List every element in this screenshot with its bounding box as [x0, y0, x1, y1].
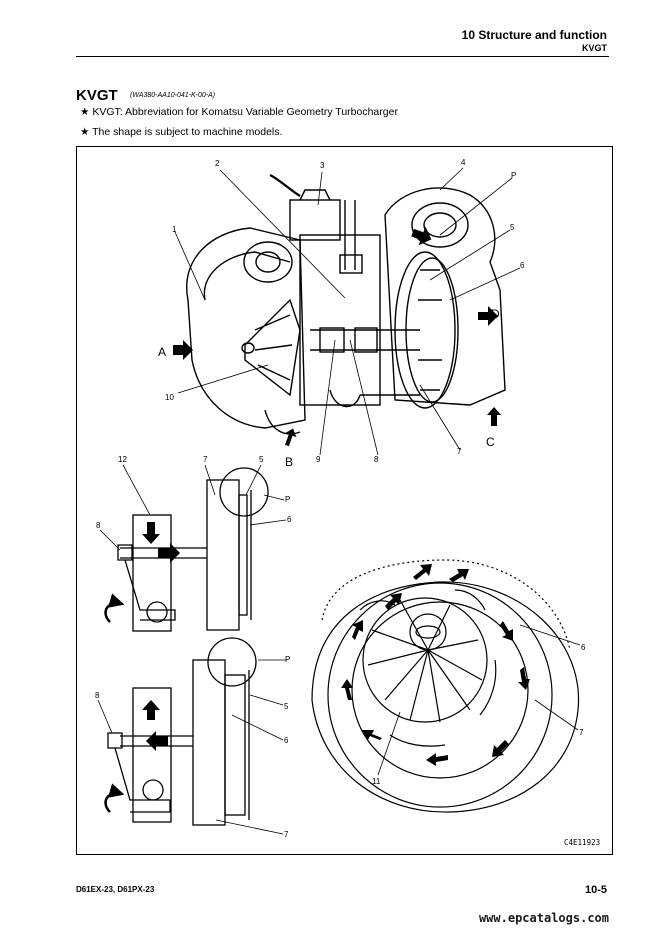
section-header: KVGT [581, 43, 607, 53]
callout-labels: 1 2 3 4 P 5 6 10 9 8 7 12 7 5 P 6 8 P 5 … [95, 158, 586, 839]
callout-7-lower: 7 [284, 830, 289, 839]
callout-p-main: P [511, 171, 516, 180]
callout-12: 12 [118, 455, 127, 464]
section-title: KVGT [76, 87, 118, 104]
callout-5-upper: 5 [259, 455, 264, 464]
callout-p-upper: P [285, 495, 290, 504]
callout-7-main: 7 [457, 447, 462, 456]
callout-5-lower: 5 [284, 702, 289, 711]
footer-models: D61EX-23, D61PX-23 [76, 885, 155, 894]
flow-direction-labels: A B C D [158, 307, 500, 469]
leader-lines-vane [377, 624, 581, 776]
callout-p-lower: P [285, 655, 290, 664]
header-rule [76, 56, 609, 57]
callout-8-lower: 8 [95, 691, 100, 700]
chapter-title: 10 Structure and function [461, 28, 607, 42]
flow-label-b: B [285, 455, 293, 469]
callout-6-lower: 6 [284, 736, 289, 745]
flow-label-c: C [486, 435, 495, 449]
leader-lines-main [174, 167, 521, 456]
turbocharger-cutaway-drawing [186, 174, 506, 435]
callout-7-vane: 7 [579, 728, 584, 737]
vane-actuation-detail-lower [107, 637, 257, 826]
callout-6-vane: 6 [581, 643, 586, 652]
callout-8-main: 8 [374, 455, 379, 464]
note-shape: ★ The shape is subject to machine models… [80, 126, 283, 138]
callout-1: 1 [172, 225, 177, 234]
leader-lines-detail [97, 464, 287, 835]
note-abbreviation: ★ KVGT: Abbreviation for Komatsu Variabl… [80, 106, 398, 118]
section-code: (WA380-AA10-041-K-00-A) [130, 92, 216, 99]
callout-6-upper: 6 [287, 515, 292, 524]
flow-arrows-main [173, 226, 501, 447]
page-number: 10-5 [584, 884, 607, 896]
vane-ring-view [311, 559, 580, 813]
callout-4: 4 [461, 158, 466, 167]
flow-label-d: D [491, 307, 500, 321]
callout-7-upper: 7 [203, 455, 208, 464]
callout-3: 3 [320, 161, 325, 170]
vane-flow-arrows [341, 564, 530, 766]
callout-2: 2 [215, 159, 220, 168]
figure-frame [76, 146, 613, 855]
callout-6-main: 6 [520, 261, 525, 270]
callout-8-upper: 8 [96, 521, 101, 530]
watermark: www.epcatalogs.com [478, 911, 609, 925]
flow-arrows-detail [142, 522, 180, 751]
callout-5-main: 5 [510, 223, 515, 232]
callout-10: 10 [165, 393, 174, 402]
figure-code: C4E11923 [564, 838, 601, 847]
callout-11: 11 [372, 777, 381, 786]
callout-9: 9 [316, 455, 321, 464]
vane-actuation-detail-upper [117, 467, 269, 632]
flow-label-a: A [158, 345, 166, 359]
rotation-arrows [104, 593, 125, 813]
